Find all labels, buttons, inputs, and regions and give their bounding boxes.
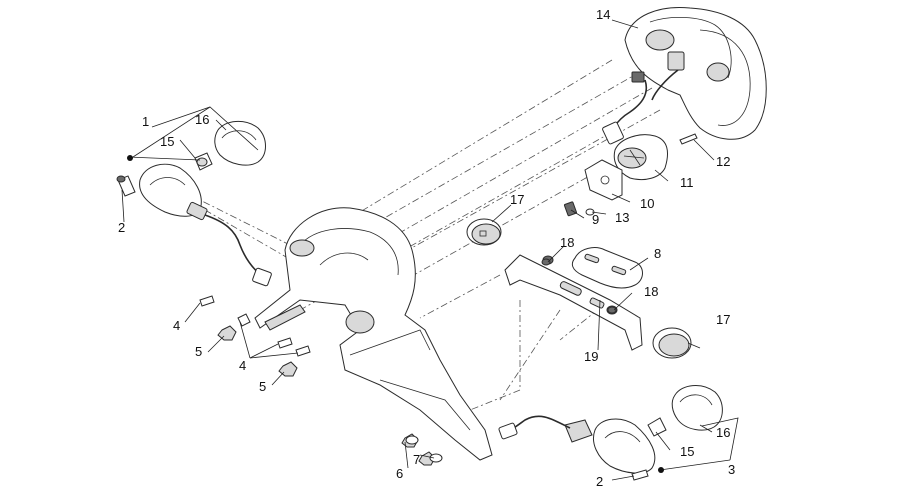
callout-3: 3 xyxy=(728,462,735,477)
callout-6: 6 xyxy=(396,466,403,481)
callout-9: 9 xyxy=(592,212,599,227)
callout-1: 1 xyxy=(142,114,149,129)
clip-and-washer xyxy=(563,201,595,217)
callout-17: 17 xyxy=(716,312,730,327)
mudguard-bracket xyxy=(254,207,493,461)
leader-lines xyxy=(121,19,739,481)
callout-17: 17 xyxy=(510,192,524,207)
bulb-15-upper xyxy=(194,152,213,171)
callout-18: 18 xyxy=(560,235,574,250)
bulb-15-lower xyxy=(647,417,667,437)
nuts-6-washers-7 xyxy=(401,433,443,466)
tail-light-bracket xyxy=(584,159,623,201)
callout-16: 16 xyxy=(716,425,730,440)
screws-4 xyxy=(199,295,311,357)
callout-labels: 1 16 15 2 4 5 4 5 7 6 14 12 11 10 13 9 1… xyxy=(118,7,735,489)
callout-15: 15 xyxy=(160,134,174,149)
callout-5: 5 xyxy=(195,344,202,359)
callout-2: 2 xyxy=(596,474,603,489)
callout-4: 4 xyxy=(173,318,180,333)
reflector-17-lower xyxy=(652,327,692,359)
callout-10: 10 xyxy=(640,196,654,211)
screw-2-upper xyxy=(116,175,136,197)
callout-12: 12 xyxy=(716,154,730,169)
turn-signal-rear xyxy=(498,415,656,474)
callout-13: 13 xyxy=(615,210,629,225)
screw-12 xyxy=(679,133,698,145)
lens-16-upper xyxy=(214,121,266,166)
turn-signal-front xyxy=(139,163,272,287)
lens-16-lower xyxy=(671,385,723,431)
callout-19: 19 xyxy=(584,349,598,364)
license-plate-strip xyxy=(571,247,643,289)
spacers-18 xyxy=(541,258,617,314)
callout-14: 14 xyxy=(596,7,610,22)
callout-8: 8 xyxy=(654,246,661,261)
headlight-housing xyxy=(602,6,767,145)
callout-4: 4 xyxy=(239,358,246,373)
kit-markers xyxy=(127,155,664,473)
callout-15: 15 xyxy=(680,444,694,459)
screw-2-lower xyxy=(631,469,649,481)
callout-5: 5 xyxy=(259,379,266,394)
callout-2: 2 xyxy=(118,220,125,235)
callout-7: 7 xyxy=(413,452,420,467)
callout-16: 16 xyxy=(195,112,209,127)
callout-11: 11 xyxy=(680,175,694,190)
reflector-17-upper xyxy=(466,218,502,246)
callout-18: 18 xyxy=(644,284,658,299)
nuts-5 xyxy=(217,325,298,377)
